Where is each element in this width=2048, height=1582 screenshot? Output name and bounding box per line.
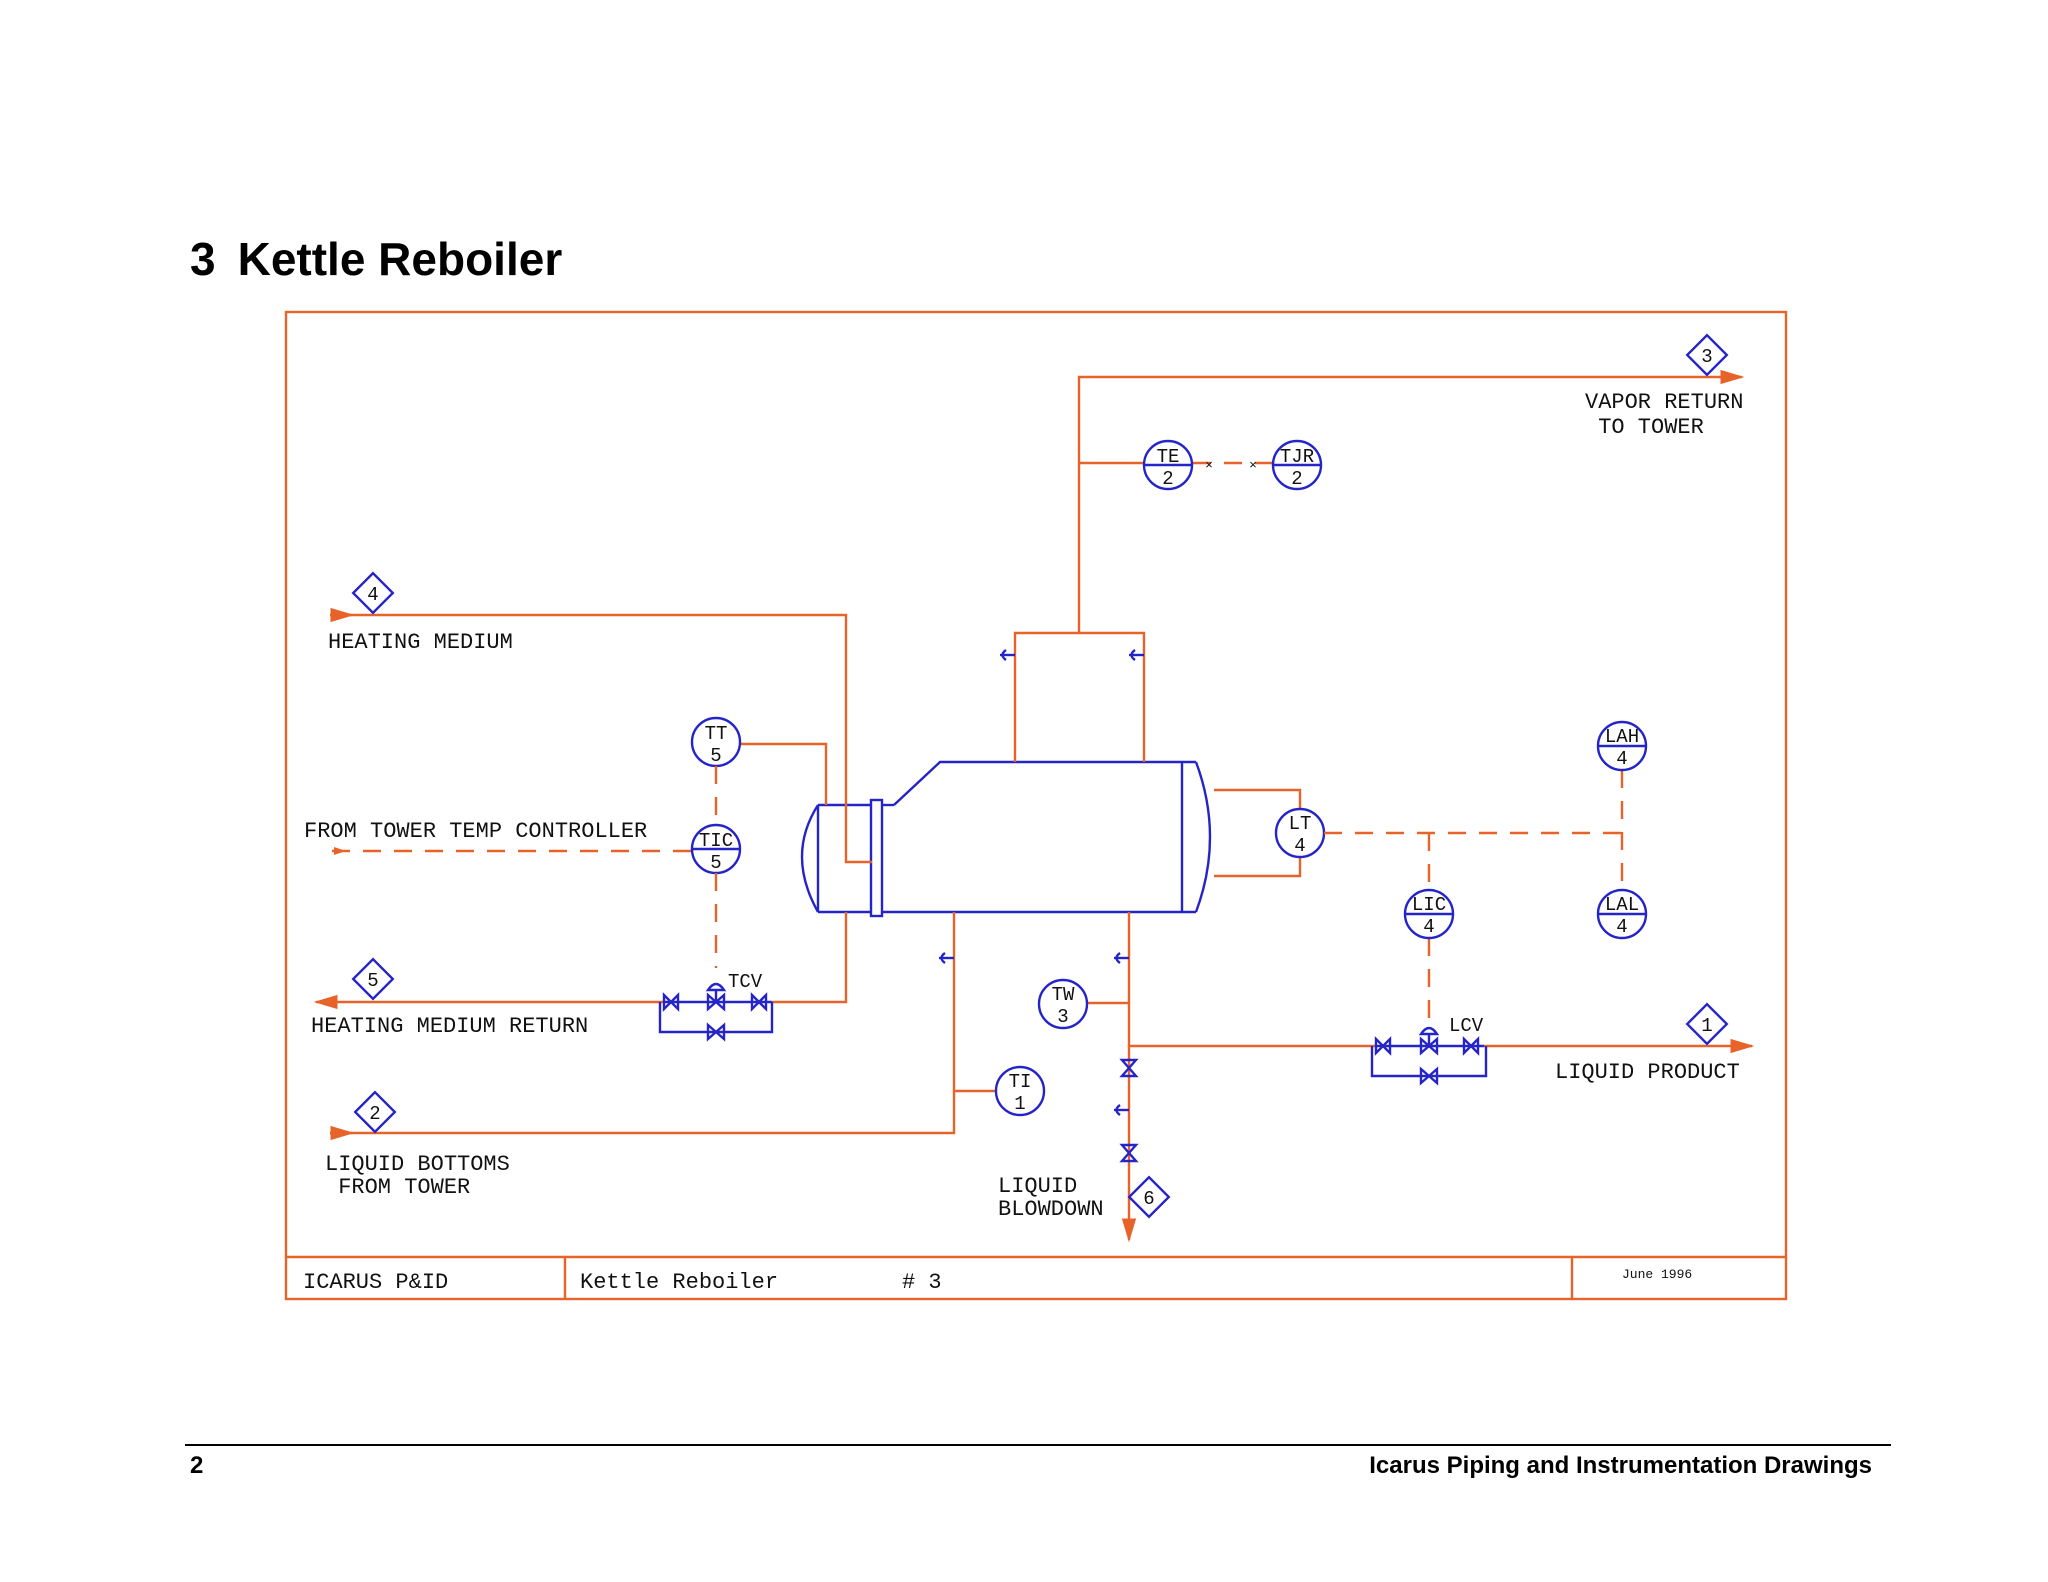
instrument-lic: LIC 4 [1403, 888, 1455, 940]
svg-text:TIC: TIC [699, 830, 733, 852]
vapor-outlet-header [1013, 631, 1146, 762]
title-block-drawing: Kettle Reboiler [580, 1270, 778, 1295]
nozzle-product [1114, 952, 1129, 964]
nozzle-vapor-2 [1129, 649, 1144, 661]
heating-medium-return-label: HEATING MEDIUM RETURN [311, 1014, 588, 1039]
footer-title: Icarus Piping and Instrumentation Drawin… [1369, 1452, 1872, 1479]
liquid-bottoms-label-1: LIQUID BOTTOMS [325, 1152, 510, 1177]
svg-text:4: 4 [1616, 916, 1627, 938]
stream-5-diamond: 5 [351, 957, 395, 1001]
svg-text:TW: TW [1052, 984, 1075, 1006]
instrument-te: TE 2 [1142, 439, 1194, 491]
blowdown-label-1: LIQUID [998, 1174, 1077, 1199]
vapor-return-label-2: TO TOWER [1585, 415, 1704, 440]
svg-text:TJR: TJR [1280, 446, 1314, 468]
liquid-product-label: LIQUID PRODUCT [1555, 1060, 1740, 1085]
svg-text:LT: LT [1289, 813, 1312, 835]
lcv-control-valve-station [1370, 1026, 1488, 1086]
svg-text:4: 4 [367, 584, 378, 606]
instrument-tjr: TJR 2 [1271, 439, 1323, 491]
svg-text:2: 2 [1162, 468, 1173, 490]
drawing-frame [284, 310, 1788, 1301]
heating-medium-line [330, 613, 872, 864]
instrument-lah: LAH 4 [1596, 720, 1648, 772]
title-block-number: # 3 [902, 1270, 942, 1295]
svg-text:LAH: LAH [1605, 726, 1639, 748]
svg-text:TT: TT [705, 723, 728, 745]
kettle-reboiler-vessel [800, 760, 1212, 918]
svg-text:5: 5 [367, 970, 378, 992]
blowdown-label-2: BLOWDOWN [998, 1197, 1104, 1222]
title-block-org: ICARUS P&ID [303, 1270, 448, 1295]
vapor-return-line [1077, 369, 1745, 633]
svg-text:5: 5 [710, 852, 721, 874]
svg-text:LIC: LIC [1412, 894, 1446, 916]
liquid-product-line [1127, 912, 1376, 1048]
instrument-lt: LT 4 [1274, 807, 1326, 859]
nozzle-bottoms [939, 952, 954, 964]
svg-text:2: 2 [369, 1103, 380, 1125]
lcv-label: LCV [1449, 1015, 1484, 1037]
svg-text:TI: TI [1009, 1071, 1032, 1093]
title-block-date: June 1996 [1622, 1267, 1692, 1282]
svg-text:6: 6 [1143, 1188, 1154, 1210]
instrument-tt: TT 5 [690, 716, 742, 768]
svg-text:3: 3 [1701, 346, 1712, 368]
stream-1-diamond: 1 [1685, 1002, 1729, 1046]
stream-6-diamond: 6 [1127, 1175, 1171, 1219]
svg-text:5: 5 [710, 745, 721, 767]
svg-text:2: 2 [1291, 468, 1302, 490]
instrument-lal: LAL 4 [1596, 888, 1648, 940]
liquid-bottoms-line [330, 912, 956, 1135]
instrument-tic: TIC 5 [690, 823, 742, 875]
svg-text:LAL: LAL [1605, 894, 1639, 916]
section-heading: 3 Kettle Reboiler [190, 232, 562, 286]
section-title: Kettle Reboiler [237, 233, 563, 285]
nozzle-vapor-1 [1000, 649, 1015, 661]
blowdown-valve-2 [1119, 1143, 1139, 1163]
section-number: 3 [190, 233, 216, 285]
svg-text:1: 1 [1014, 1093, 1025, 1115]
vapor-return-label-1: VAPOR RETURN [1585, 390, 1743, 415]
svg-text:4: 4 [1423, 916, 1434, 938]
tcv-label: TCV [728, 971, 763, 993]
footer-rule [185, 1444, 1891, 1446]
svg-text:4: 4 [1294, 835, 1305, 857]
svg-text:×: × [1205, 458, 1213, 473]
liquid-bottoms-label-2: FROM TOWER [325, 1175, 470, 1200]
svg-text:TE: TE [1157, 446, 1180, 468]
instrument-ti: TI 1 [994, 1065, 1046, 1117]
footer-page-number: 2 [190, 1452, 204, 1479]
blowdown-valve-1 [1119, 1058, 1139, 1078]
stream-2-diamond: 2 [353, 1090, 397, 1134]
svg-text:3: 3 [1057, 1006, 1068, 1028]
svg-text:1: 1 [1701, 1015, 1712, 1037]
heating-medium-label: HEATING MEDIUM [328, 630, 513, 655]
instrument-tw: TW 3 [1037, 978, 1089, 1030]
stream-3-diamond: 3 [1685, 333, 1729, 377]
tcv-control-valve-station [658, 982, 774, 1042]
svg-text:4: 4 [1616, 748, 1627, 770]
stream-4-diamond: 4 [351, 571, 395, 615]
signal-label: FROM TOWER TEMP CONTROLLER [304, 819, 647, 844]
nozzle-blowdown [1114, 1104, 1129, 1116]
svg-text:×: × [1249, 458, 1257, 473]
